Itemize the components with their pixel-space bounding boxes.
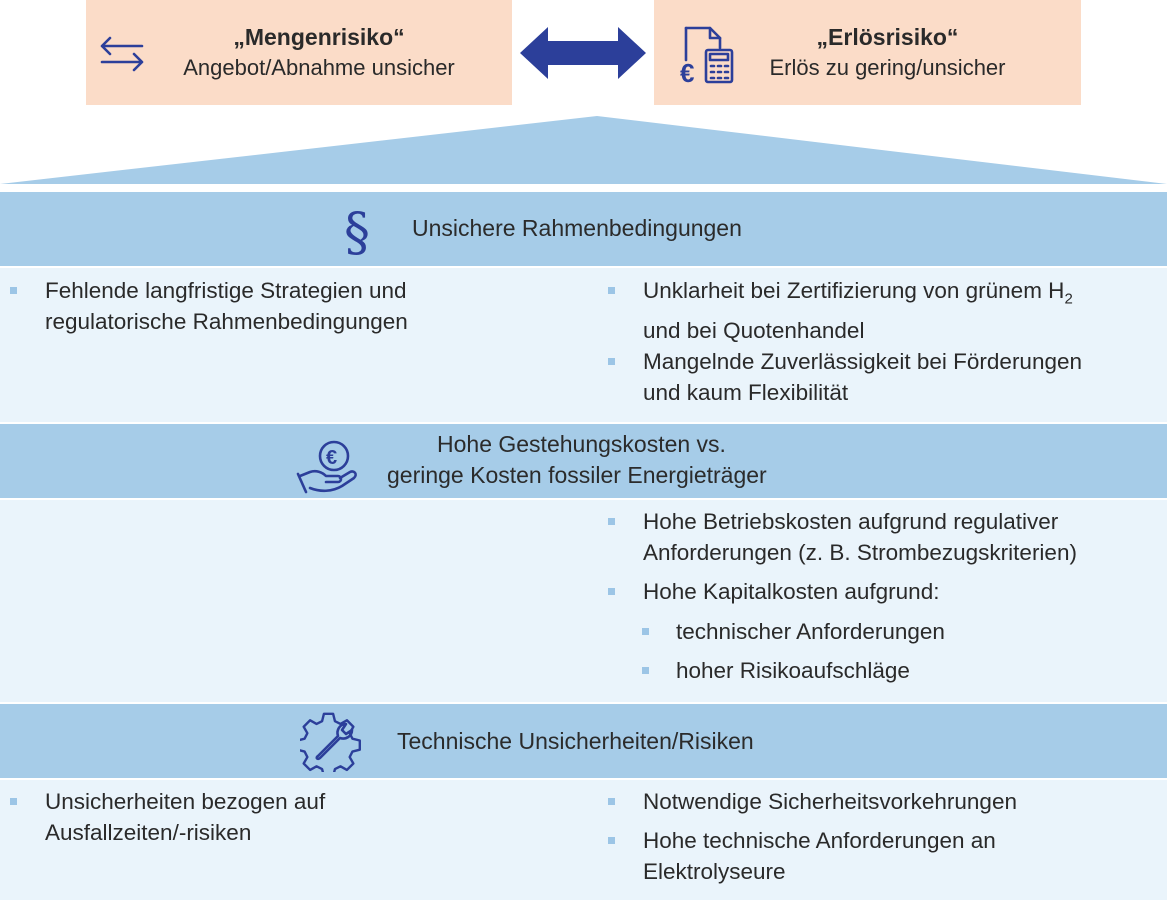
- bullet-marker: [10, 798, 17, 805]
- roof-triangle: [0, 116, 1167, 184]
- section-body-technical: Unsicherheiten bezogen auf Ausfallzeiten…: [0, 780, 1167, 900]
- bullet-marker: [608, 798, 615, 805]
- list-item: Notwendige Sicherheitsvorkehrungen: [608, 786, 1017, 817]
- paragraph-icon: §: [344, 203, 370, 258]
- section-heading-line2: geringe Kosten fossiler Energieträger: [387, 462, 767, 488]
- section-header-framework: § Unsichere Rahmenbedingungen: [0, 192, 1167, 266]
- revenue-risk-box: € „Erlösrisiko“ Erlös zu gering/unsicher: [654, 0, 1081, 105]
- section-heading: Technische Unsicherheiten/Risiken: [397, 728, 754, 754]
- list-item: Unklarheit bei Zertifizierung von grünem…: [608, 275, 1073, 346]
- bullet-marker: [608, 287, 615, 294]
- list-item: Unsicherheiten bezogen auf Ausfallzeiten…: [10, 786, 325, 848]
- swap-arrows-icon: [100, 36, 144, 72]
- svg-text:§: §: [344, 203, 370, 258]
- bullet-marker: [608, 518, 615, 525]
- gear-wrench-icon: [300, 712, 361, 772]
- bullet-marker: [608, 588, 615, 595]
- svg-text:€: €: [680, 58, 694, 86]
- revenue-risk-subtitle: Erlös zu gering/unsicher: [769, 55, 1006, 80]
- quantity-risk-subtitle: Angebot/Abnahme unsicher: [183, 55, 455, 80]
- quantity-risk-box: „Mengenrisiko“ Angebot/Abnahme unsicher: [86, 0, 512, 105]
- double-arrow-icon: [520, 27, 646, 79]
- revenue-risk-title: „Erlösrisiko“: [816, 24, 959, 50]
- euro-calculator-icon: €: [680, 26, 734, 86]
- subscript-2: 2: [1064, 290, 1073, 308]
- list-item: Fehlende langfristige Strategien und reg…: [10, 275, 408, 337]
- list-item: Hohe Betriebskosten aufgrund regulativer…: [608, 506, 1077, 568]
- list-item: Hohe Kapitalkosten aufgrund:: [608, 576, 939, 607]
- section-heading: Unsichere Rahmenbedingungen: [412, 215, 742, 241]
- section-heading-line1: Hohe Gestehungskosten vs.: [437, 431, 726, 457]
- bullet-marker: [10, 287, 17, 294]
- quantity-risk-title: „Mengenrisiko“: [233, 24, 405, 50]
- list-item: Hohe technische Anforderungen an Elektro…: [608, 825, 996, 887]
- bullet-marker: [642, 628, 649, 635]
- bullet-marker: [642, 667, 649, 674]
- section-header-costs: € Hohe Gestehungskosten vs. geringe Kost…: [0, 424, 1167, 498]
- bullet-marker: [608, 358, 615, 365]
- section-body-framework: Fehlende langfristige Strategien und reg…: [0, 268, 1167, 422]
- section-header-technical: Technische Unsicherheiten/Risiken: [0, 704, 1167, 778]
- euro-hand-icon: €: [296, 440, 357, 494]
- section-body-costs: Hohe Betriebskosten aufgrund regulativer…: [0, 500, 1167, 702]
- sub-list-item: technischer Anforderungen: [642, 616, 945, 647]
- list-item: Mangelnde Zuverlässigkeit bei Förderunge…: [608, 346, 1082, 408]
- sub-list-item: hoher Risikoaufschläge: [642, 655, 910, 686]
- bullet-marker: [608, 837, 615, 844]
- svg-text:€: €: [326, 447, 337, 469]
